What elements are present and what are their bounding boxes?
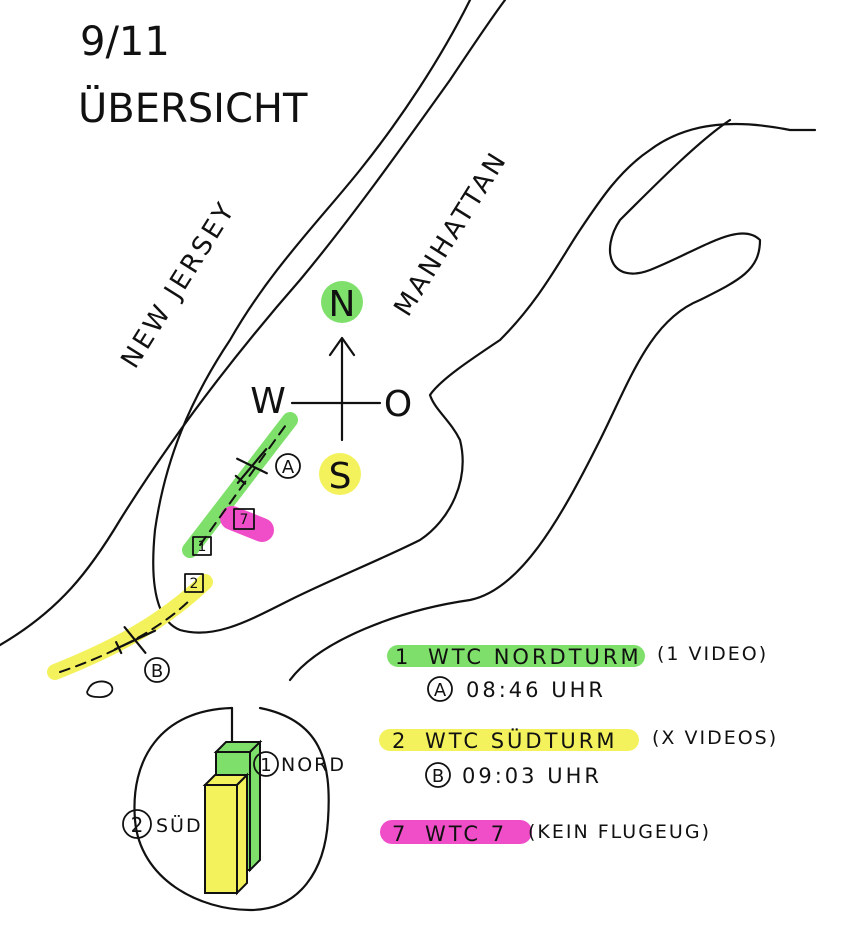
compass-south: S xyxy=(329,456,352,497)
wtc7-highlight xyxy=(220,506,274,542)
compass-north: N xyxy=(329,284,356,325)
inset-outline xyxy=(133,706,330,912)
flight-path-south xyxy=(59,597,193,673)
new-jersey-shoreline xyxy=(0,0,507,647)
east-river-shoreline xyxy=(288,118,762,682)
legend-1-time: 08:46 UHR xyxy=(466,678,606,702)
map-building-1-number: 1 xyxy=(198,539,207,555)
label-new-jersey: NEW JERSEY xyxy=(115,196,242,374)
marker-a-circle xyxy=(275,453,301,479)
title-line-2: ÜBERSICHT xyxy=(78,84,308,132)
tower-inset: 1 NORD 2 SÜD xyxy=(122,706,346,912)
marker-b: B xyxy=(151,661,163,682)
plane-b-icon xyxy=(113,626,157,655)
legend-1-marker-circle xyxy=(427,676,453,702)
north-tower-side xyxy=(249,739,261,873)
legend-2-number: 2 xyxy=(392,729,408,753)
legend-2-time: 09:03 UHR xyxy=(462,764,602,788)
compass-west: W xyxy=(250,381,286,422)
compass-north-highlight xyxy=(321,281,363,323)
label-manhattan: MANHATTAN xyxy=(388,146,513,322)
compass-arrow xyxy=(290,336,382,442)
compass-south-highlight xyxy=(319,453,361,495)
inset-south-number: 2 xyxy=(131,813,144,837)
legend-2-name: WTC SÜDTURM xyxy=(425,728,617,753)
legend-7-number: 7 xyxy=(392,822,408,846)
legend-1-marker: A xyxy=(434,680,447,701)
inset-south-label: SÜD xyxy=(156,814,203,837)
south-tower-front xyxy=(204,784,238,894)
map-building-2-number: 2 xyxy=(190,576,199,592)
legend-7-note: (KEIN FLUGEUG) xyxy=(528,821,711,843)
legend-1-number: 1 xyxy=(395,645,411,669)
inset-north-circle xyxy=(253,751,279,777)
manhattan-west-shoreline xyxy=(152,0,817,634)
map-building-7-number: 7 xyxy=(240,512,249,528)
legend-2-marker: B xyxy=(432,766,444,787)
inset-south-circle xyxy=(122,809,152,839)
legend-2-note: (X VIDEOS) xyxy=(652,727,778,749)
marker-a: A xyxy=(282,457,295,478)
legend-1-note: (1 VIDEO) xyxy=(657,643,768,665)
legend-2-marker-circle xyxy=(425,762,451,788)
map-building-7 xyxy=(233,508,255,530)
island-blob xyxy=(86,680,114,698)
compass-rose: N S W O xyxy=(250,281,412,497)
compass-east: O xyxy=(384,384,412,425)
map-building-2 xyxy=(184,573,204,593)
legend-7-name: WTC 7 xyxy=(425,822,507,846)
plane-a-icon xyxy=(234,448,268,485)
inset-north-number: 1 xyxy=(260,755,271,776)
title-line-1: 9/11 xyxy=(80,19,170,65)
flight-path-south-highlight xyxy=(47,574,213,680)
south-tower-side xyxy=(236,772,248,896)
inset-north-label: NORD xyxy=(281,754,346,776)
map-building-1 xyxy=(192,536,212,556)
legend-1-name: WTC NORDTURM xyxy=(428,645,642,669)
marker-b-circle xyxy=(144,657,170,683)
legend: 1 WTC NORDTURM (1 VIDEO) A 08:46 UHR 2 W… xyxy=(379,643,778,846)
